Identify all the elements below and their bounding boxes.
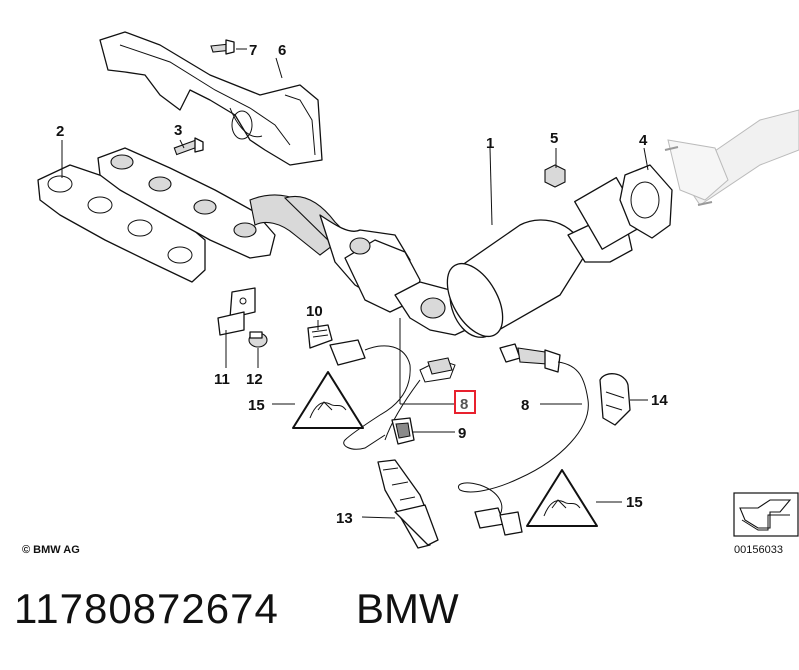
bolt-7	[210, 39, 235, 55]
callout-9: 9	[458, 425, 466, 442]
callout-14: 14	[651, 392, 668, 409]
part-number: 11780872674	[14, 585, 279, 632]
catalytic-converter	[446, 176, 645, 338]
brand-name: BMW	[356, 585, 459, 632]
bracket	[217, 287, 256, 336]
callout-7: 7	[249, 42, 257, 59]
callout-8-top: 8	[460, 396, 468, 413]
manifold-flange	[97, 147, 276, 259]
callout-12: 12	[246, 371, 263, 388]
copyright-text: © BMW AG	[22, 544, 80, 556]
outlet-gasket	[619, 164, 673, 239]
bolt-12	[248, 331, 268, 348]
callout-11: 11	[214, 371, 230, 388]
downstream-pipe	[664, 109, 799, 206]
callout-15-left: 15	[248, 397, 265, 414]
callout-4: 4	[639, 132, 648, 149]
bolt	[173, 137, 204, 156]
callout-labels: 1 2 3 4 5 6 7 10 11 12 15 8 9 14 13 15	[56, 42, 668, 527]
callout-3: 3	[174, 122, 182, 139]
mounting-bracket	[377, 459, 439, 549]
callout-8-right: 8	[521, 397, 529, 414]
sensor-clip	[391, 417, 415, 445]
oxygen-sensor-downstream	[457, 343, 589, 536]
heat-shield	[99, 31, 323, 166]
diagram-code: 00156033	[734, 544, 783, 556]
callout-13: 13	[336, 510, 353, 527]
diagram-code-box: 00156033	[733, 492, 799, 556]
callout-6: 6	[278, 42, 286, 59]
callout-2: 2	[56, 123, 64, 140]
oxygen-sensor-upstream	[329, 339, 456, 450]
clip	[307, 324, 333, 349]
cable-clip	[599, 373, 631, 426]
callout-15-right: 15	[626, 494, 643, 511]
highlighted-callout-8: 8	[454, 390, 476, 414]
callout-5: 5	[550, 130, 558, 147]
warning-label-right	[526, 469, 598, 527]
callout-10: 10	[306, 303, 323, 320]
warning-label-left	[292, 371, 364, 429]
leader-lines	[61, 48, 649, 519]
callout-1: 1	[486, 135, 494, 152]
nut	[544, 164, 566, 188]
